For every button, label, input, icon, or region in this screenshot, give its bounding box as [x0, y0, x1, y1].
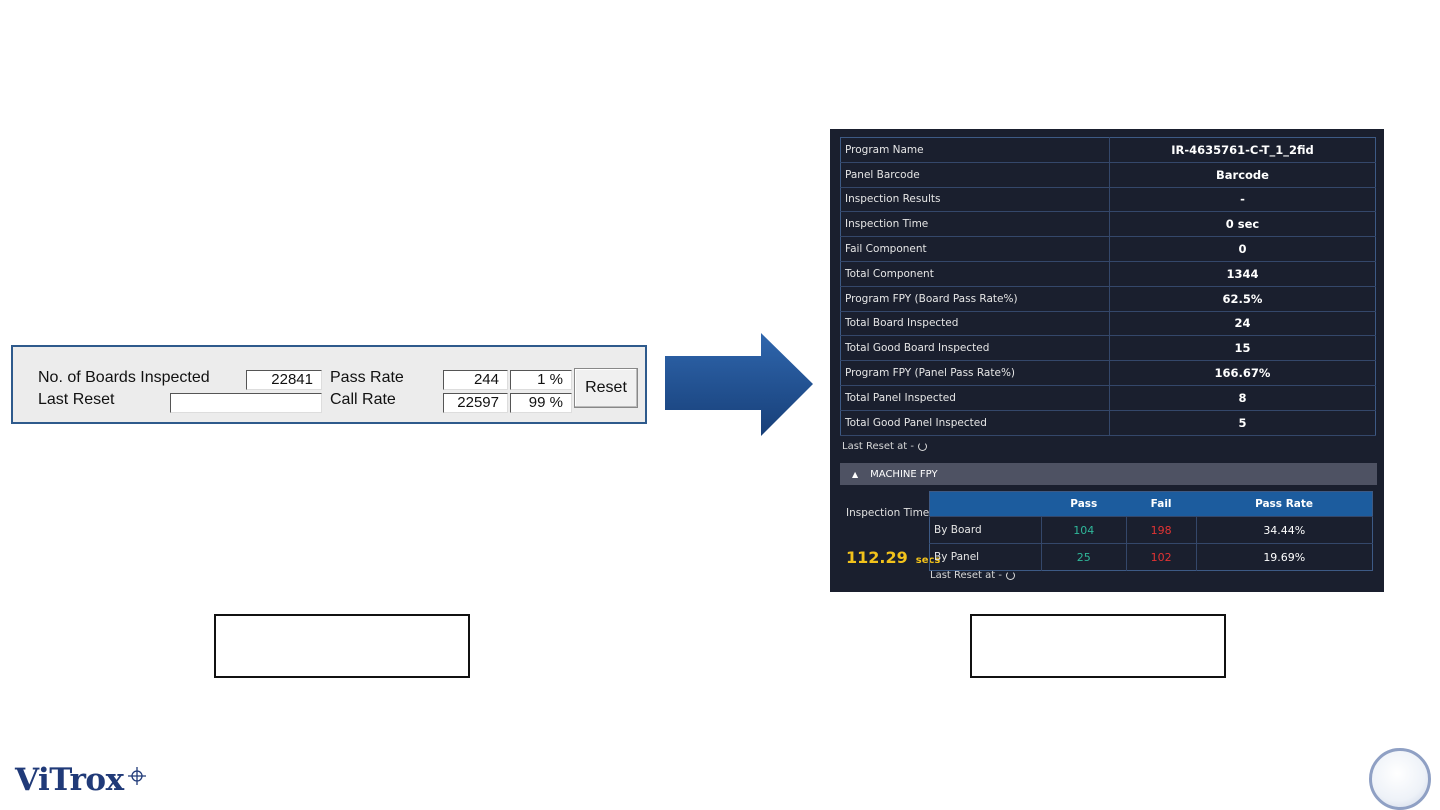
info-row-label: Total Board Inspected [840, 311, 1110, 337]
fpy-row-label: By Panel [929, 543, 1042, 571]
refresh-icon[interactable] [1005, 571, 1015, 580]
inspection-time-readout: 112.29 secs [846, 548, 940, 567]
last-reset-label: Last Reset [38, 391, 115, 408]
info-row-value: 166.67% [1109, 360, 1376, 386]
fpy-fail-count: 102 [1126, 543, 1197, 571]
info-row-label: Total Component [840, 261, 1110, 287]
info-row-label: Total Good Board Inspected [840, 335, 1110, 362]
info-row-value: Barcode [1109, 162, 1376, 188]
fpy-header-fail: Fail [1126, 491, 1197, 517]
info-row-value: 15 [1109, 335, 1376, 362]
fpy-pass-rate: 34.44% [1196, 516, 1373, 544]
last-reset-field [170, 393, 322, 413]
fpy-pass-count: 25 [1041, 543, 1127, 571]
fpy-pass-count: 104 [1041, 516, 1127, 544]
modern-caption-box [970, 614, 1226, 678]
info-row: Inspection Results- [840, 187, 1376, 213]
section-title: MACHINE FPY [870, 468, 938, 480]
info-row-value: 0 sec [1109, 211, 1376, 238]
fpy-header-pass: Pass [1041, 491, 1127, 517]
info-row-value: IR-4635761-C-T_1_2fid [1109, 137, 1376, 163]
fpy-header-blank [929, 491, 1042, 517]
info-row-value: 62.5% [1109, 286, 1376, 312]
fpy-header-pass-rate: Pass Rate [1196, 491, 1373, 517]
info-row-label: Inspection Results [840, 187, 1110, 213]
info-row-value: - [1109, 187, 1376, 213]
machine-fpy-section-header[interactable]: ▲ MACHINE FPY [840, 463, 1377, 485]
refresh-icon[interactable] [917, 442, 927, 451]
logo-crosshair-icon [128, 767, 146, 785]
inspection-time-label: Inspection Time [846, 507, 930, 519]
info-row-value: 5 [1109, 410, 1376, 436]
info-row-label: Total Panel Inspected [840, 385, 1110, 411]
info-row: Program FPY (Board Pass Rate%)62.5% [840, 286, 1376, 312]
info-row-label: Total Good Panel Inspected [840, 410, 1110, 436]
info-row-value: 0 [1109, 236, 1376, 262]
right-arrow-icon [665, 333, 813, 436]
pass-rate-label: Pass Rate [330, 369, 404, 386]
reset-button[interactable]: Reset [574, 368, 638, 408]
program-last-reset: Last Reset at - [842, 441, 927, 452]
info-row-value: 1344 [1109, 261, 1376, 287]
pass-rate-percent-field: 1 % [510, 370, 572, 390]
fpy-row-label: By Board [929, 516, 1042, 544]
info-row-label: Program FPY (Board Pass Rate%) [840, 286, 1110, 312]
info-row: Program FPY (Panel Pass Rate%)166.67% [840, 360, 1376, 386]
inspection-time-unit: secs [915, 555, 941, 566]
fpy-fail-count: 198 [1126, 516, 1197, 544]
call-rate-count-field: 22597 [443, 393, 508, 413]
info-row-label: Program Name [840, 137, 1110, 163]
inspection-time-value: 112.29 [846, 548, 908, 567]
legacy-inspection-counter-panel: No. of Boards Inspected 22841 Last Reset… [11, 345, 647, 424]
slide-badge-icon [1369, 748, 1431, 810]
pass-rate-count-field: 244 [443, 370, 508, 390]
boards-inspected-label: No. of Boards Inspected [38, 369, 210, 386]
fpy-last-reset: Last Reset at - [930, 570, 1015, 581]
info-row-label: Panel Barcode [840, 162, 1110, 188]
fpy-pass-rate: 19.69% [1196, 543, 1373, 571]
info-row-label: Program FPY (Panel Pass Rate%) [840, 360, 1110, 386]
legacy-caption-box [214, 614, 470, 678]
info-row-label: Inspection Time [840, 211, 1110, 238]
info-row-value: 24 [1109, 311, 1376, 337]
info-row-label: Fail Component [840, 236, 1110, 262]
last-reset-text: Last Reset at - [842, 441, 914, 452]
call-rate-label: Call Rate [330, 391, 396, 408]
boards-inspected-field: 22841 [246, 370, 322, 390]
vitrox-logo: ViTrox [15, 762, 124, 798]
fpy-last-reset-text: Last Reset at - [930, 570, 1002, 581]
info-row-value: 8 [1109, 385, 1376, 411]
collapse-triangle-icon[interactable]: ▲ [852, 469, 859, 479]
call-rate-percent-field: 99 % [510, 393, 572, 413]
